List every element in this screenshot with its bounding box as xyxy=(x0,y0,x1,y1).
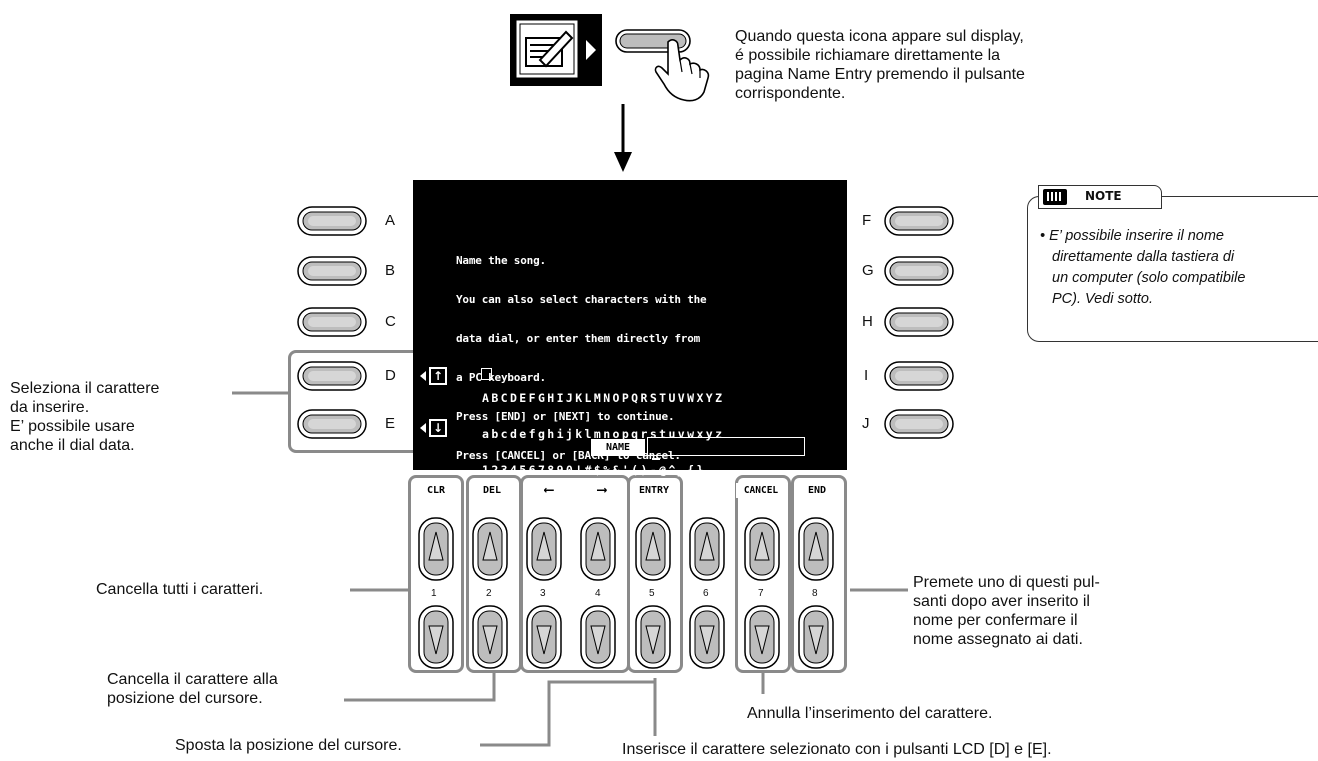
top-caption-line: Quando questa icona appare sul display, xyxy=(735,28,1024,45)
cancel-group xyxy=(735,475,791,673)
annotation-move-cursor: Sposta la posizione del cursore. xyxy=(175,737,402,754)
label-b: B xyxy=(385,262,396,279)
bottom-number-4: 4 xyxy=(595,588,601,599)
note-keyboard-icon xyxy=(1043,189,1067,205)
lcd-message-line: You can also select characters with the xyxy=(456,293,707,306)
annotation-line: anche il dial data. xyxy=(10,437,135,454)
label-h: H xyxy=(862,313,873,330)
annotation-line: da inserire. xyxy=(10,399,90,416)
lcd-message: Name the song. You can also select chara… xyxy=(456,228,707,475)
label-c: C xyxy=(385,313,396,330)
bottom-number-5: 5 xyxy=(649,588,655,599)
name-label: NAME xyxy=(591,439,645,456)
annotation-insert-char: Inserisce il carattere selezionato con i… xyxy=(622,741,1052,758)
clr-group xyxy=(408,475,464,673)
label-a: A xyxy=(385,212,396,229)
note-box xyxy=(1027,196,1318,342)
top-caption-line: corrispondente. xyxy=(735,85,846,102)
annotation-clear-all: Cancella tutti i caratteri. xyxy=(96,581,264,598)
bottom-number-3: 3 xyxy=(540,588,546,599)
note-line: un computer (solo compatibile xyxy=(1052,270,1246,286)
top-caption: Quando questa icona appare sul display, … xyxy=(735,27,1155,103)
note-header: NOTE xyxy=(1038,185,1162,209)
annotation-line: Premete uno di questi pul- xyxy=(913,574,1100,591)
lcd-button-i xyxy=(884,361,954,391)
cursor-mark xyxy=(652,458,660,460)
lcd-button-f xyxy=(884,206,954,236)
lcd-button-c xyxy=(297,307,367,337)
label-e: E xyxy=(385,415,396,432)
bottom-number-7: 7 xyxy=(758,588,764,599)
del-group xyxy=(466,475,522,673)
annotation-line: Seleziona il carattere xyxy=(10,380,160,397)
lcd-message-line: a PC keyboard. xyxy=(456,371,546,384)
note-line: direttamente dalla tastiera di xyxy=(1052,249,1235,265)
tab-end[interactable]: END xyxy=(795,483,839,498)
annotation-delete-char: Cancella il carattere alla posizione del… xyxy=(107,670,278,708)
note-line: PC). Vedi sotto. xyxy=(1052,291,1154,307)
annotation-confirm: Premete uno di questi pul- santi dopo av… xyxy=(913,573,1100,649)
lcd-message-line: Press [END] or [NEXT] to continue. xyxy=(456,410,675,423)
tab-cancel[interactable]: CANCEL xyxy=(736,483,786,498)
char-row[interactable]: 1234567890!#$%&'()-@^_{} xyxy=(482,463,706,477)
tab-del[interactable]: DEL xyxy=(470,483,514,498)
char-selected-box[interactable] xyxy=(481,368,492,380)
end-group xyxy=(791,475,847,673)
lcd-button-h xyxy=(884,307,954,337)
bottom-number-1: 1 xyxy=(431,588,437,599)
lcd-message-line: Name the song. xyxy=(456,254,546,267)
annotation-line: E’ possibile usare xyxy=(10,418,135,435)
char-grid[interactable]: ABCDEFGHIJKLMNOPQRSTUVWXYZ abcdefghijklm… xyxy=(482,368,724,488)
annotation-line: santi dopo aver inserito il xyxy=(913,593,1090,610)
top-caption-line: pagina Name Entry premendo il pulsante xyxy=(735,66,1025,83)
hand-press-icon xyxy=(615,29,710,102)
lcd-button-g xyxy=(884,256,954,286)
lcd-button-b xyxy=(297,256,367,286)
down-arrow xyxy=(614,104,632,172)
bottom-number-2: 2 xyxy=(486,588,492,599)
note-line: • E’ possibile inserire il nome xyxy=(1040,228,1224,244)
tab-cursor-right[interactable]: ⟶ xyxy=(580,483,624,498)
scroll-up-icon: ↑ xyxy=(420,367,452,387)
tab-cursor-left[interactable]: ⟵ xyxy=(527,483,571,498)
label-j: J xyxy=(862,415,870,432)
tab-entry[interactable]: ENTRY xyxy=(632,483,676,498)
bottom-number-8: 8 xyxy=(812,588,818,599)
lcd-button-j xyxy=(884,409,954,439)
annotation-cancel-entry: Annulla l’inserimento del carattere. xyxy=(747,705,993,722)
entry-group xyxy=(627,475,683,673)
top-caption-line: é possibile richiamare direttamente la xyxy=(735,47,1001,64)
note-text: • E’ possibile inserire il nome direttam… xyxy=(1040,226,1318,310)
label-i: I xyxy=(864,367,869,384)
annotation-select-char: Seleziona il carattere da inserire. E’ p… xyxy=(10,379,159,455)
bottom-number-6: 6 xyxy=(703,588,709,599)
annotation-line: posizione del cursore. xyxy=(107,690,263,707)
lcd-button-a xyxy=(297,206,367,236)
lcd-screen xyxy=(413,180,847,470)
name-entry-icon xyxy=(510,14,602,86)
annotation-line: nome assegnato ai dati. xyxy=(913,631,1083,648)
char-row[interactable]: ABCDEFGHIJKLMNOPQRSTUVWXYZ xyxy=(482,391,725,405)
name-input[interactable] xyxy=(647,437,805,456)
label-d: D xyxy=(385,367,396,384)
tab-clr[interactable]: CLR xyxy=(414,483,458,498)
scroll-down-icon: ↓ xyxy=(420,419,452,439)
lcd-message-line: data dial, or enter them directly from xyxy=(456,332,701,345)
label-f: F xyxy=(862,212,872,229)
label-g: G xyxy=(862,262,874,279)
note-title: NOTE xyxy=(1085,189,1122,203)
annotation-line: Cancella il carattere alla xyxy=(107,671,278,688)
cursor-group xyxy=(520,475,630,673)
annotation-line: nome per confermare il xyxy=(913,612,1078,629)
